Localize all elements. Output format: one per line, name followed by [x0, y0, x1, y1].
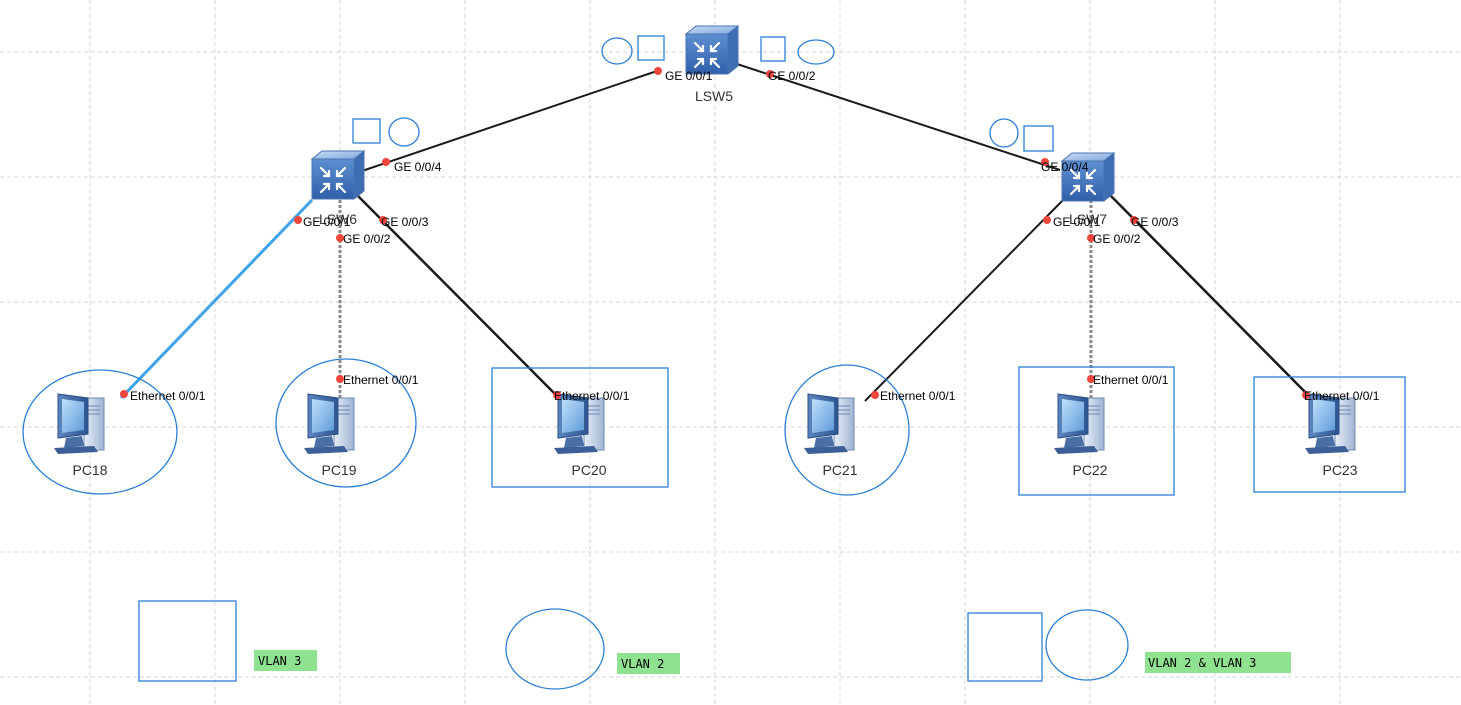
l3-switch-icon [310, 149, 366, 201]
pc20-vlan3-box[interactable] [491, 367, 669, 488]
legend-vlan23-circle[interactable] [1045, 609, 1129, 681]
vlan2-marker-lsw5-left[interactable] [601, 37, 633, 65]
port-dot [382, 158, 390, 166]
port-dot [871, 391, 879, 399]
pc18-vlan2-circle[interactable] [22, 369, 178, 495]
port-dot [1087, 375, 1095, 383]
port-label-pc22-eth: Ethernet 0/0/1 [1093, 373, 1169, 387]
port-label-pc20-eth: Ethernet 0/0/1 [554, 389, 630, 403]
port-dot [379, 216, 387, 224]
link-lsw5-lsw7[interactable] [736, 63, 1061, 171]
port-dots [120, 67, 1310, 399]
vlan2-marker-lsw5-right[interactable] [797, 39, 835, 65]
port-label-lsw7-ge4: GE 0/0/4 [1041, 160, 1089, 174]
device-label-pc23: PC23 [1322, 462, 1357, 478]
desktop-pc-icon [303, 393, 355, 455]
tag-background [617, 653, 680, 674]
link-lsw5-lsw6[interactable] [361, 70, 658, 172]
port-dot [553, 391, 561, 399]
port-dot [1130, 216, 1138, 224]
legend-vlan2-label: VLAN 2 [621, 657, 664, 671]
port-label-lsw6-ge2: GE 0/0/2 [343, 232, 391, 246]
link-lsw6-pc20[interactable] [356, 194, 562, 401]
pc-pc22[interactable]: PC22 [1053, 393, 1108, 478]
port-label-pc18-eth: Ethernet 0/0/1 [130, 389, 206, 403]
pc23-vlan3-box[interactable] [1253, 376, 1406, 493]
device-label-pc18: PC18 [72, 462, 107, 478]
vlan3-marker-lsw5-right[interactable] [760, 36, 786, 62]
annotation-shapes [22, 35, 1406, 690]
tag-background [1145, 652, 1291, 673]
pc-pc23[interactable]: PC23 [1304, 393, 1358, 478]
port-label-lsw7-ge3: GE 0/0/3 [1131, 215, 1179, 229]
legend-vlan23-label: VLAN 2 & VLAN 3 [1148, 656, 1256, 670]
port-label-lsw6-ge1: GE 0/0/1 [303, 215, 351, 229]
vlan3-marker-lsw7[interactable] [1023, 125, 1054, 152]
port-dot [654, 67, 662, 75]
port-dot [1041, 158, 1049, 166]
switch-lsw5[interactable]: LSW5 [684, 24, 740, 104]
desktop-pc-icon [803, 393, 855, 455]
l3-switch-icon [684, 24, 740, 76]
port-dot [1043, 216, 1051, 224]
port-dot [294, 216, 302, 224]
port-label-lsw5-ge2: GE 0/0/2 [768, 69, 816, 83]
pc-pc19[interactable]: PC19 [303, 393, 357, 478]
port-dot [1302, 391, 1310, 399]
port-label-lsw6-ge4: GE 0/0/4 [394, 160, 442, 174]
port-label-pc19-eth: Ethernet 0/0/1 [343, 373, 419, 387]
pc-pc18[interactable]: PC18 [53, 393, 108, 478]
legend-vlan2-circle[interactable] [505, 608, 605, 690]
port-label-lsw6-ge3: GE 0/0/3 [381, 215, 429, 229]
legend-vlan3-square[interactable] [138, 600, 237, 682]
port-dot [766, 70, 774, 78]
legend-vlan2-tag[interactable]: VLAN 2 [617, 653, 680, 674]
device-label-pc21: PC21 [822, 462, 857, 478]
link-lsw7-pc21[interactable] [864, 196, 1067, 402]
port-label-pc21-eth: Ethernet 0/0/1 [880, 389, 956, 403]
vlan3-marker-lsw6[interactable] [352, 118, 381, 144]
device-label-pc20: PC20 [571, 462, 606, 478]
desktop-pc-icon [1304, 393, 1356, 455]
device-label-lsw5: LSW5 [695, 88, 733, 104]
pc21-vlan2-circle[interactable] [784, 364, 910, 496]
port-label-lsw5-ge1: GE 0/0/1 [665, 69, 713, 83]
switch-lsw6[interactable]: LSW6 [310, 149, 366, 227]
legend-vlan23-square[interactable] [967, 612, 1043, 682]
pc-pc21[interactable]: PC21 [803, 393, 858, 478]
desktop-pc-icon [53, 393, 105, 455]
pc22-vlan3-box[interactable] [1018, 366, 1175, 496]
port-label-pc23-eth: Ethernet 0/0/1 [1304, 389, 1380, 403]
desktop-pc-icon [1053, 393, 1105, 455]
desktop-pc-icon [553, 393, 605, 455]
port-label-lsw7-ge2: GE 0/0/2 [1093, 232, 1141, 246]
port-dot [336, 234, 344, 242]
link-lsw7-pc23[interactable] [1109, 194, 1314, 401]
vlan2-marker-lsw6[interactable] [388, 117, 420, 147]
vlan3-marker-lsw5-left[interactable] [637, 35, 665, 61]
vlan2-marker-lsw7[interactable] [989, 118, 1019, 148]
device-label-lsw6: LSW6 [319, 211, 357, 227]
pc19-vlan2-circle[interactable] [275, 358, 417, 488]
device-label-lsw7: LSW7 [1069, 211, 1107, 227]
port-dot [1087, 234, 1095, 242]
legend-vlan23-tag[interactable]: VLAN 2 & VLAN 3 [1145, 652, 1291, 673]
legend-vlan3-label: VLAN 3 [258, 654, 301, 668]
port-label-lsw7-ge1: GE 0/0/1 [1053, 215, 1101, 229]
device-label-pc22: PC22 [1072, 462, 1107, 478]
port-dot [120, 390, 128, 398]
port-labels: GE 0/0/1 GE 0/0/2 GE 0/0/4 GE 0/0/4 GE 0… [130, 69, 1380, 403]
pc-pc20[interactable]: PC20 [553, 393, 607, 478]
legend-vlan3-tag[interactable]: VLAN 3 [254, 650, 317, 671]
link-lsw6-pc18[interactable] [119, 198, 314, 400]
device-label-pc19: PC19 [321, 462, 356, 478]
switch-lsw7[interactable]: LSW7 [1060, 151, 1116, 227]
tag-background [254, 650, 317, 671]
port-dot [336, 375, 344, 383]
